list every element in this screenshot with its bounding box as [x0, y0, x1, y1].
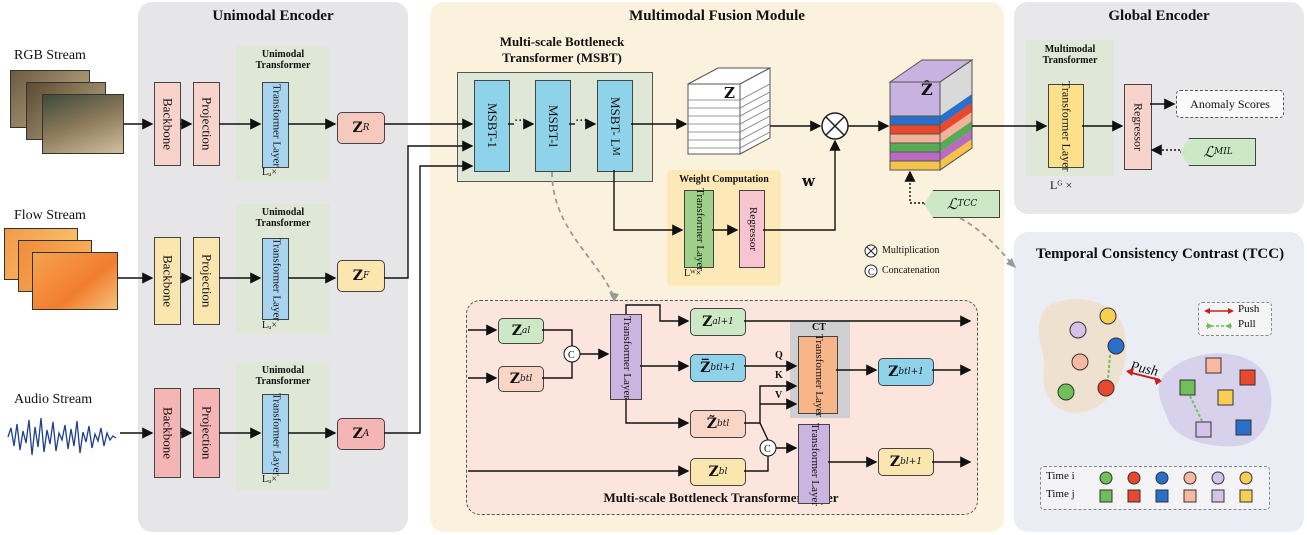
flow-stream-label: Flow Stream — [14, 208, 86, 223]
flow-lu-label: Lᵤ× — [262, 320, 278, 331]
tcc-time-i-label: Time i — [1046, 470, 1075, 482]
ct-transformer-layer: Transformer Layer — [798, 334, 838, 417]
global-transformer-layer: Transformer Layer — [1048, 81, 1084, 171]
rgb-stream-label: RGB Stream — [14, 48, 86, 63]
msbt-layer-title: Multi-scale Bottleneck Transformer Layer — [603, 490, 839, 505]
weight-regressor: Regressor — [739, 190, 765, 268]
z-label: Z — [724, 84, 735, 102]
global-regressor: Regressor — [1124, 84, 1152, 170]
v-label: V — [775, 390, 783, 401]
anomaly-scores-box: Anomaly Scores — [1176, 90, 1284, 118]
layer-transformer-2: Transformer Layer — [798, 423, 830, 506]
audio-stream-label: Audio Stream — [14, 392, 93, 407]
tcc-time-j-label: Time j — [1046, 488, 1075, 500]
flow-backbone-block: Backbone — [154, 237, 181, 325]
rgb-lu-label: Lᵤ× — [262, 167, 278, 178]
rgb-ut-title: Unimodal Transformer — [255, 49, 311, 71]
flow-transformer-layer: Transformer Layer — [262, 238, 289, 321]
msbt-dots-1: ... — [514, 110, 527, 125]
multiplication-legend-label: Multiplication — [882, 245, 940, 256]
w-label: w — [802, 172, 815, 190]
weight-computation-title: Weight Computation — [679, 174, 769, 185]
ct-label: CT — [812, 322, 826, 333]
tcc-push-legend: Push — [1238, 303, 1260, 315]
tcc-pull-legend: Pull — [1238, 318, 1256, 330]
rgb-backbone-block: Backbone — [154, 82, 181, 166]
tcc-title: Temporal Consistency Contrast (TCC) — [1035, 246, 1285, 262]
q-label: Q — [775, 350, 783, 361]
rgb-projection-block: Projection — [193, 82, 220, 166]
layer-transformer-1: Transformer Layer — [610, 314, 642, 400]
global-lg-label: Lᴳ × — [1050, 178, 1073, 192]
flow-projection-block: Projection — [193, 237, 220, 325]
tcc-time-legend-box — [1040, 466, 1270, 510]
tcc-legend-box — [1198, 302, 1272, 336]
flow-ut-title: Unimodal Transformer — [255, 207, 311, 229]
weight-transformer-layer: Transformer Layer — [684, 188, 714, 271]
concatenation-legend-label: Concatenation — [882, 265, 940, 276]
msbt-l-block: MSBT-l — [535, 80, 571, 172]
fusion-module-title: Multimodal Fusion Module — [629, 8, 805, 24]
unimodal-encoder-title: Unimodal Encoder — [212, 8, 334, 24]
flow-frame-image — [32, 252, 118, 310]
audio-lu-label: Lᵤ× — [262, 474, 278, 485]
msbt-lm-block: MSBT- LM — [597, 80, 633, 172]
audio-transformer-layer: Transformer Layer — [262, 393, 289, 476]
msbt-1-block: MSBT-1 — [474, 80, 510, 172]
weight-lw-label: Lᵂ× — [684, 268, 702, 279]
audio-projection-block: Projection — [193, 388, 220, 478]
msbt-title: Multi-scale Bottleneck Transformer (MSBT… — [499, 34, 625, 65]
audio-backbone-block: Backbone — [154, 388, 181, 478]
audio-ut-title: Unimodal Transformer — [255, 365, 311, 387]
z-hat-label: Ẑ — [921, 80, 933, 99]
k-label: K — [775, 370, 783, 381]
rgb-frame-image — [42, 94, 124, 154]
rgb-transformer-layer: Transformer Layer — [262, 82, 289, 168]
msbt-dots-2: ... — [575, 110, 588, 125]
multimodal-transformer-title: Multimodal Transformer — [1042, 44, 1098, 66]
global-encoder-title: Global Encoder — [1108, 8, 1210, 24]
